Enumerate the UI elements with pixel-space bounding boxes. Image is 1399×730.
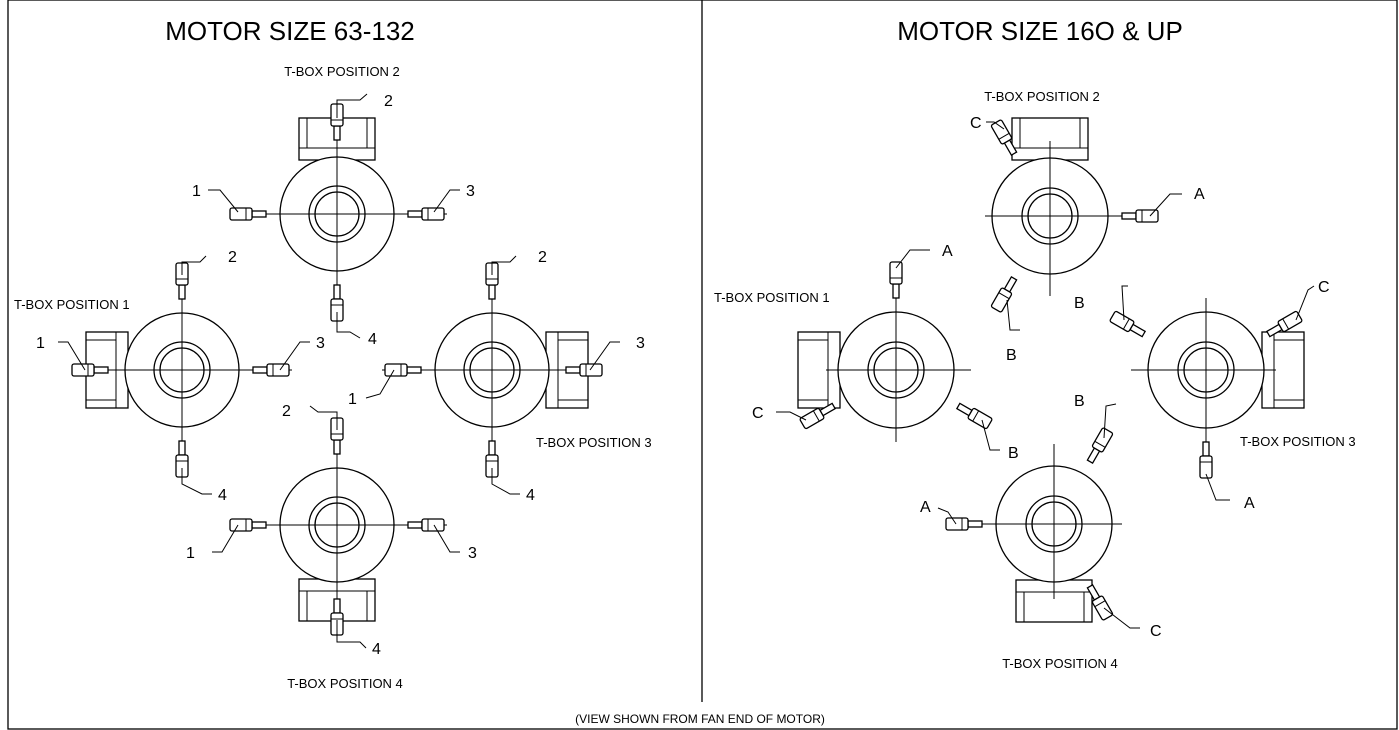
label-2: 2	[228, 249, 237, 266]
right-position-3-label: T-BOX POSITION 3	[1240, 434, 1356, 449]
label-A: A	[1194, 186, 1205, 203]
label-C: C	[1318, 279, 1330, 296]
label-B: B	[1006, 347, 1017, 364]
label-B: B	[1074, 295, 1085, 312]
right-position-2-label: T-BOX POSITION 2	[984, 89, 1100, 104]
label-B: B	[1008, 445, 1019, 462]
right-position-4-label: T-BOX POSITION 4	[1002, 656, 1118, 671]
label-3: 3	[316, 335, 325, 352]
label-3: 3	[468, 545, 477, 562]
small-motor-position-2	[229, 103, 447, 324]
large-motor-position-4	[945, 426, 1122, 623]
right-leaders	[776, 121, 1315, 629]
label-2: 2	[384, 93, 393, 110]
label-4: 4	[218, 487, 227, 504]
label-A: A	[1244, 495, 1255, 512]
label-A: A	[942, 243, 953, 260]
label-1: 1	[36, 335, 45, 352]
right-drain-labels: C A B A C B B C A B A C	[752, 115, 1330, 640]
label-C: C	[752, 405, 764, 422]
large-motor-position-1	[797, 261, 994, 442]
label-C: C	[1150, 623, 1162, 640]
left-leaders	[58, 93, 620, 649]
label-4: 4	[368, 331, 377, 348]
label-1: 1	[186, 545, 195, 562]
label-2: 2	[282, 403, 291, 420]
label-A: A	[920, 499, 931, 516]
drawing-border	[7, 0, 1398, 730]
large-motor-position-2	[985, 117, 1159, 314]
left-position-3-label: T-BOX POSITION 3	[536, 435, 652, 450]
label-4: 4	[526, 487, 535, 504]
label-4: 4	[372, 641, 381, 658]
label-3: 3	[636, 335, 645, 352]
left-position-2-label: T-BOX POSITION 2	[284, 64, 400, 79]
small-motor-position-3	[382, 262, 603, 480]
left-drain-labels: 2 1 3 4 2 1 3 4 2 1 3 4 2 1 3 4	[36, 93, 645, 658]
label-1: 1	[192, 183, 201, 200]
label-2: 2	[538, 249, 547, 266]
small-motor-position-1	[71, 262, 292, 480]
label-C: C	[970, 115, 982, 132]
small-motor-position-4	[229, 415, 447, 636]
left-position-1-label: T-BOX POSITION 1	[14, 297, 130, 312]
right-position-1-label: T-BOX POSITION 1	[714, 290, 830, 305]
label-1: 1	[348, 391, 357, 408]
label-3: 3	[466, 183, 475, 200]
footer-note: (VIEW SHOWN FROM FAN END OF MOTOR)	[575, 712, 825, 726]
left-position-4-label: T-BOX POSITION 4	[287, 676, 403, 691]
left-title: MOTOR SIZE 63-132	[165, 16, 415, 46]
label-B: B	[1074, 393, 1085, 410]
right-title: MOTOR SIZE 16O & UP	[897, 16, 1183, 46]
large-motor-position-3	[1108, 298, 1305, 479]
